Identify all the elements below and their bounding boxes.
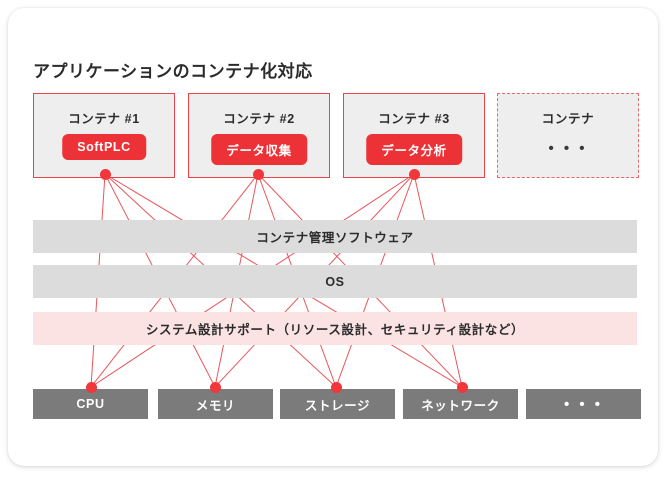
container-app-badge[interactable]: SoftPLC — [62, 134, 146, 160]
container-more-ellipsis: • • • — [548, 140, 588, 157]
layer-bar: OS — [33, 265, 637, 298]
container-app-badge[interactable]: データ収集 — [211, 134, 307, 165]
container-node-dot — [408, 168, 420, 180]
container-node-dot — [252, 168, 264, 180]
layer-bar: システム設計サポート（リソース設計、セキュリティ設計など） — [33, 312, 637, 345]
hardware-box[interactable]: メモリ — [158, 389, 273, 419]
hardware-box[interactable]: ネットワーク — [403, 389, 518, 419]
diagram-card: アプリケーションのコンテナ化対応 コンテナ #1 SoftPLC コンテナ #2 デー… — [8, 8, 658, 466]
container-box[interactable]: コンテナ #1 SoftPLC — [33, 93, 175, 178]
hardware-box[interactable]: CPU — [33, 389, 148, 419]
container-box[interactable]: コンテナ #2 データ収集 — [188, 93, 330, 178]
hardware-node-dot — [85, 381, 97, 393]
hardware-more-ellipsis[interactable]: • • • — [526, 389, 641, 419]
container-title: コンテナ #2 — [223, 112, 295, 126]
container-app-badge[interactable]: データ分析 — [366, 134, 462, 165]
layer-bar: コンテナ管理ソフトウェア — [33, 220, 637, 253]
container-title: コンテナ — [541, 112, 595, 126]
container-title: コンテナ #3 — [378, 112, 450, 126]
hardware-box[interactable]: ストレージ — [280, 389, 395, 419]
hardware-node-dot — [456, 381, 468, 393]
container-box[interactable]: コンテナ • • • — [497, 93, 639, 178]
container-box[interactable]: コンテナ #3 データ分析 — [343, 93, 485, 178]
hardware-node-dot — [330, 381, 342, 393]
page-title: アプリケーションのコンテナ化対応 — [33, 62, 313, 81]
diagram-stage: アプリケーションのコンテナ化対応 コンテナ #1 SoftPLC コンテナ #2 デー… — [8, 8, 658, 466]
hardware-node-dot — [209, 381, 221, 393]
container-title: コンテナ #1 — [68, 112, 140, 126]
container-node-dot — [99, 168, 111, 180]
